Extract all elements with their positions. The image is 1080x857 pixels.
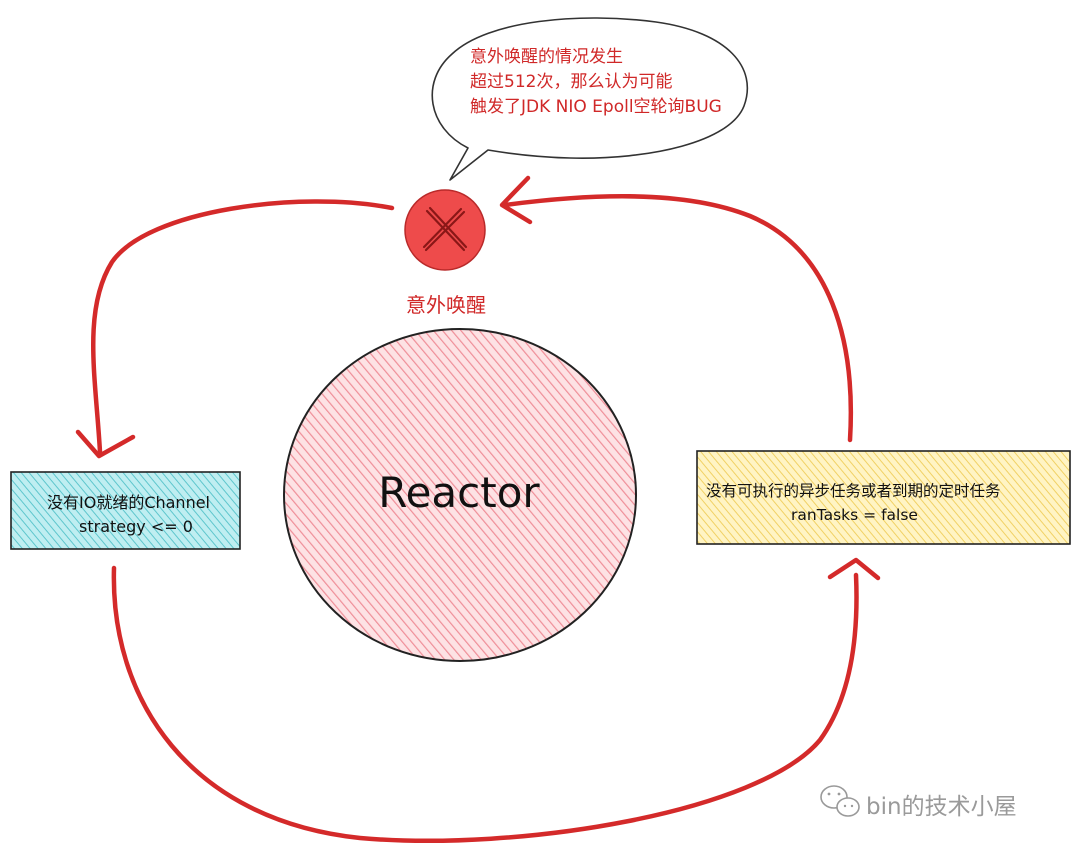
right-box-line-1: 没有可执行的异步任务或者到期的定时任务 — [706, 482, 1001, 500]
watermark: bin的技术小屋 — [820, 785, 1017, 820]
left-box-line-2: strategy <= 0 — [79, 517, 193, 536]
arrowhead-wakeup — [499, 175, 533, 225]
speech-bubble: 意外唤醒的情况发生 超过512次，那么认为可能 触发了JDK NIO Epoll… — [431, 17, 749, 181]
arrow-right-to-wakeup — [502, 194, 854, 443]
reactor-circle — [283, 328, 637, 662]
x-mark-icon — [422, 206, 468, 252]
watermark-text: bin的技术小屋 — [866, 794, 1017, 820]
reactor-label: Reactor — [378, 468, 540, 517]
bubble-line-2: 超过512次，那么认为可能 — [470, 72, 672, 92]
right-condition-box: 没有可执行的异步任务或者到期的定时任务 ranTasks = false — [696, 450, 1071, 545]
wakeup-node: 意外唤醒 — [404, 189, 486, 317]
reactor-node: Reactor — [283, 328, 637, 662]
cycle-arrows — [75, 175, 881, 844]
wakeup-label: 意外唤醒 — [406, 293, 486, 317]
left-box-line-1: 没有IO就绪的Channel — [47, 493, 210, 512]
arrow-wakeup-to-left — [91, 199, 395, 455]
arrow-left-to-right — [111, 565, 859, 844]
bubble-line-1: 意外唤醒的情况发生 — [470, 47, 623, 67]
speech-bubble-outline — [431, 17, 749, 181]
wechat-icon — [820, 785, 860, 817]
left-box-rect — [10, 471, 241, 550]
right-box-rect — [696, 450, 1071, 545]
right-box-line-2: ranTasks = false — [791, 506, 918, 524]
arrowhead-right-box — [827, 557, 881, 581]
bubble-line-3: 触发了JDK NIO Epoll空轮询BUG — [470, 97, 722, 117]
left-condition-box: 没有IO就绪的Channel strategy <= 0 — [10, 471, 241, 550]
arrowhead-left-box — [75, 429, 136, 459]
